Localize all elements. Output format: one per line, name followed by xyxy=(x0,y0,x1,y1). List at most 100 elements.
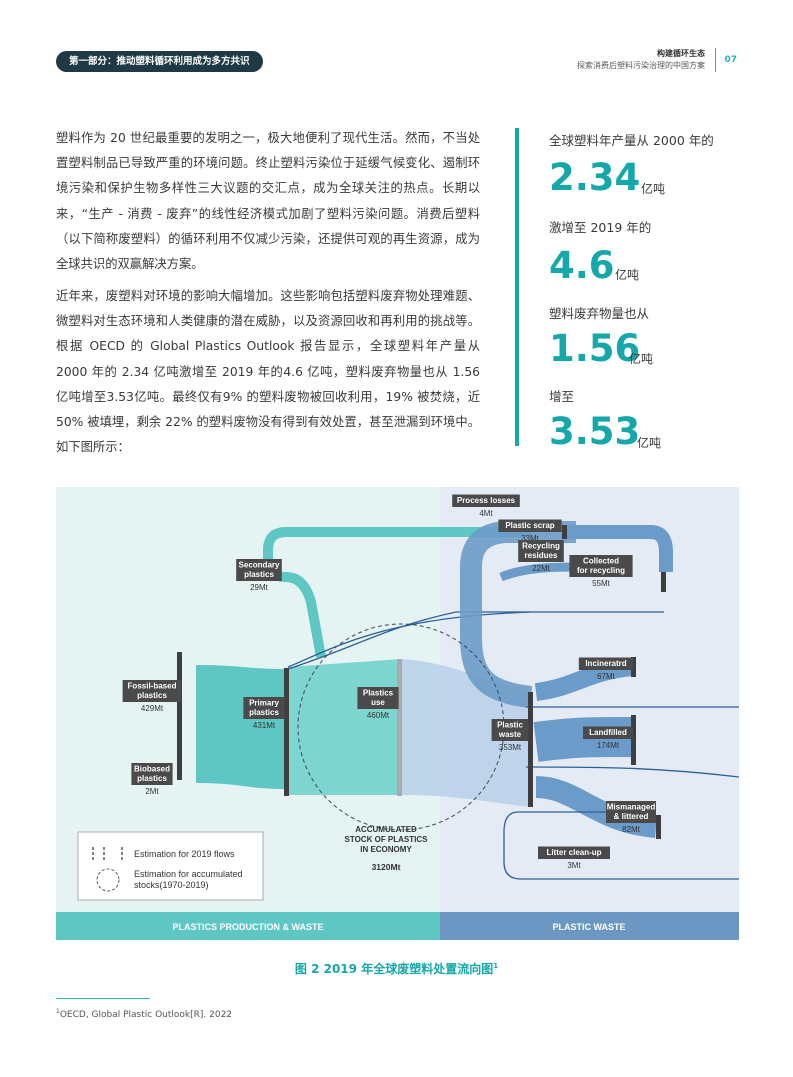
node-bar-scrap xyxy=(562,525,567,539)
legend-box xyxy=(77,831,264,901)
node-label-text: Landfilled xyxy=(589,728,627,737)
node-value-label: 55Mt xyxy=(592,579,611,588)
node-label-box xyxy=(518,540,564,562)
node-value-label: 431Mt xyxy=(253,721,276,730)
header-title: 构建循环生态 xyxy=(656,49,705,58)
node-label-text: use xyxy=(371,698,385,707)
node-label-box xyxy=(578,657,634,670)
node-label-text: & littered xyxy=(614,812,649,821)
footnote-text: OECD, Global Plastic Outlook[R]. 2022 xyxy=(59,1010,233,1020)
node-label-text: Fossil-based xyxy=(128,682,177,691)
fossil-to-primary-flow xyxy=(196,665,286,789)
stock-label-line-2: STOCK OF PLASTICS xyxy=(345,835,429,844)
node-value-label: 29Mt xyxy=(250,583,269,592)
node-label-box xyxy=(357,687,399,709)
node-label-text: plastics xyxy=(137,774,167,783)
node-value-label: 22Mt xyxy=(532,564,551,573)
node-value-label: 3Mt xyxy=(567,861,581,870)
node-label-text: Incineratrd xyxy=(585,659,626,668)
figure-caption: 图 2 2019 年全球废塑料处置流向图1 xyxy=(0,960,793,977)
footnote-rule xyxy=(56,998,150,999)
caption-text: 图 2 2019 年全球废塑料处置流向图 xyxy=(294,962,494,976)
stat-value: 3.53 xyxy=(549,410,641,453)
node-labels: Fossil-basedplastics429MtBiobasedplastic… xyxy=(122,494,656,870)
node-label-text: for recycling xyxy=(577,566,625,575)
node-bar-collected xyxy=(661,572,666,592)
node-process-losses: Process losses 4Mt xyxy=(452,494,520,518)
node-label-text: Plastic scrap xyxy=(505,521,554,530)
section-badge: 第一部分：推动塑料循环利用成为多方共识 xyxy=(56,51,263,72)
stats-panel: 全球塑料年产量从 2000 年的 2.34 亿吨 激增至 2019 年的 4.6… xyxy=(515,128,759,452)
node-plastic-scrap: Plastic scrap 33Mt xyxy=(498,519,562,543)
node-label-box xyxy=(131,763,173,785)
node-value-label: 353Mt xyxy=(499,743,522,752)
node-label-box xyxy=(491,719,529,741)
node-bars xyxy=(177,525,666,839)
node-label-text: Biobased xyxy=(134,765,170,774)
page-number: 07 xyxy=(724,55,737,65)
stock-label: ACCUMULATED STOCK OF PLASTICS IN ECONOMY… xyxy=(345,825,429,872)
stat-unit: 亿吨 xyxy=(629,352,654,366)
node-value-label: 67Mt xyxy=(597,672,616,681)
node-value-label: 4Mt xyxy=(479,509,493,518)
dashed-circle-symbol xyxy=(96,868,120,892)
node-value-label: 33Mt xyxy=(521,534,540,543)
node-label-box xyxy=(498,519,562,532)
stock-value: 3120Mt xyxy=(372,862,401,872)
node-litter-clean-up: Litter clean-up 3Mt xyxy=(538,846,610,870)
node-label-text: Primary xyxy=(249,699,279,708)
node-bar-landfill xyxy=(631,715,636,765)
stat-label: 全球塑料年产量从 2000 年的 xyxy=(549,133,714,148)
node-incinerated: Incineratrd 67Mt xyxy=(578,657,634,681)
production-band-label: PLASTICS PRODUCTION & WASTE xyxy=(172,922,323,932)
chart-legend: Estimation for 2019 flows Estimation for… xyxy=(77,831,264,901)
node-label-box xyxy=(236,559,282,581)
litter-loop-flow xyxy=(503,811,739,880)
waste-band xyxy=(440,912,739,940)
dashed-bar-symbol xyxy=(92,847,123,861)
node-label-text: Secondary xyxy=(239,561,280,570)
node-label-text: plastics xyxy=(244,570,274,579)
thin-flow-2 xyxy=(287,611,664,670)
node-label-text: Plastic xyxy=(497,721,523,730)
header-subtitle: 探索消费后塑料污染治理的中国方案 xyxy=(576,61,705,70)
waste-to-scrap-flow xyxy=(460,521,576,708)
node-label-text: Process losses xyxy=(457,496,516,505)
stat-value: 2.34 xyxy=(549,156,641,199)
stat-unit: 亿吨 xyxy=(615,268,640,282)
body-paragraph-2: 近年来，废塑料对环境的影响大幅增加。这些影响包括塑料废弃物处理难题、微塑料对生态… xyxy=(56,289,480,455)
stat-unit: 亿吨 xyxy=(641,182,666,196)
node-label-text: Collected xyxy=(583,557,619,566)
node-label-text: residues xyxy=(525,551,558,560)
stat-label: 增至 xyxy=(549,389,575,404)
node-label-text: Plastics xyxy=(363,689,394,698)
thin-flow-4 xyxy=(525,766,740,778)
waste-to-mismanaged-flow xyxy=(535,776,658,838)
body-paragraph-1: 塑料作为 20 世纪最重要的发明之一，极大地便利了现代生活。然而，不当处置塑料制… xyxy=(56,131,480,272)
stat-unit: 亿吨 xyxy=(637,436,662,450)
node-bar-waste xyxy=(528,692,533,807)
node-value-label: 429Mt xyxy=(141,704,164,713)
node-bar-primary xyxy=(284,668,289,796)
node-label-text: waste xyxy=(498,730,522,739)
node-label-box xyxy=(452,494,520,507)
node-value-label: 460Mt xyxy=(367,711,390,720)
legend-label-stocks-line-2: stocks(1970-2019) xyxy=(134,880,209,890)
node-value-label: 82Mt xyxy=(622,825,641,834)
node-label-text: plastics xyxy=(249,708,279,717)
node-bar-incinerated xyxy=(631,657,636,677)
primary-to-use-flow xyxy=(288,659,401,795)
node-bar-fossil xyxy=(177,652,182,780)
node-label-text: Litter clean-up xyxy=(546,848,601,857)
stat-label: 塑料废弃物量也从 xyxy=(549,306,650,321)
legend-label-flows: Estimation for 2019 flows xyxy=(134,849,235,859)
